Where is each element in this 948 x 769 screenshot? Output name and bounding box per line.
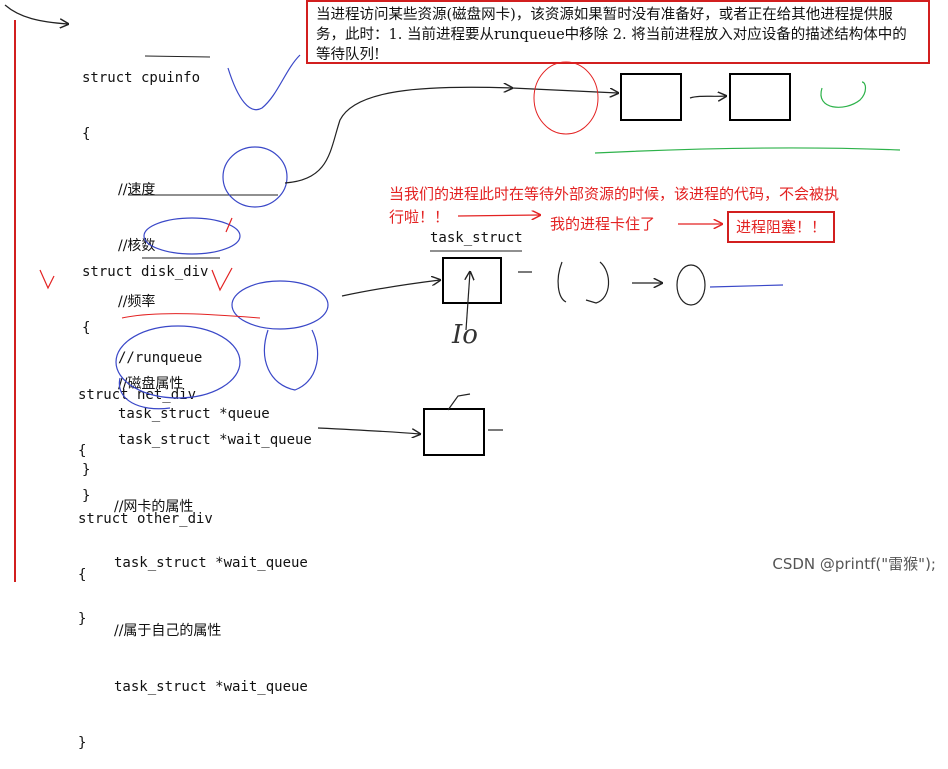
struct-field: //网卡的属性	[114, 499, 194, 515]
struct-close-brace: }	[78, 735, 87, 751]
struct-field: task_struct *wait_queue	[114, 555, 308, 571]
red-check-disk	[211, 267, 233, 292]
struct-field: task_struct *wait_queue	[114, 679, 308, 695]
red-tick-disk	[225, 217, 233, 233]
struct-field: task_struct *queue	[118, 406, 270, 422]
watermark: CSDN @printf("雷猴");	[772, 555, 936, 573]
struct-header: struct disk_div	[82, 264, 209, 280]
struct-close-brace: }	[82, 462, 91, 478]
struct-header: struct net_div	[78, 387, 197, 403]
handwritten-io-label: Io	[452, 320, 478, 350]
struct-cpuinfo: struct cpuinfo { //速度 //核数 //频率 //runque…	[82, 36, 270, 496]
queue-to-runqueue-arrow	[284, 87, 512, 184]
waiting-annotation-line1: 当我们的进程此时在等待外部资源的时候，该进程的代码，不会被执	[389, 185, 840, 203]
stuck-annotation: 我的进程卡住了	[550, 215, 656, 233]
net-blue-scribble	[263, 329, 319, 391]
green-scribble	[820, 81, 867, 108]
red-check-left	[39, 269, 55, 290]
note-box: 当进程访问某些资源(磁盘网卡)，该资源如果暂时没有准备好，或者正在给其他进程提供…	[306, 0, 930, 64]
red-circle-removed-task	[533, 61, 599, 135]
note-text: 当进程访问某些资源(磁盘网卡)，该资源如果暂时没有准备好，或者正在给其他进程提供…	[316, 7, 907, 63]
blocked-annotation-box: 进程阻塞！！	[727, 211, 835, 243]
struct-open-brace: {	[82, 126, 91, 142]
blocked-annotation-text: 进程阻塞！！	[735, 218, 826, 236]
cpuinfo-underline	[144, 55, 211, 58]
struct-open-brace: {	[78, 443, 87, 459]
task-struct-label: task_struct	[430, 230, 523, 246]
net-div-circle	[115, 325, 241, 399]
struct-disk-div: struct disk_div { //磁盘属性 task_struct *wa…	[82, 230, 312, 522]
struct-header: struct cpuinfo	[82, 70, 201, 86]
net-wait-arrow	[317, 427, 420, 434]
io-up-arrow	[466, 272, 470, 331]
disk-wait-arrow	[341, 280, 440, 297]
wait-queue-tail	[709, 284, 784, 288]
disk-wait-task-box	[442, 257, 502, 304]
waiting-annotation-line2: 行啦！！	[389, 208, 450, 226]
net-box-tick	[447, 393, 471, 411]
struct-open-brace: {	[78, 567, 87, 583]
blue-check-scribble	[227, 54, 301, 111]
runqueue-task-box-1	[620, 73, 682, 121]
top-left-arrow	[4, 4, 68, 24]
red-arrow-1	[457, 215, 540, 216]
disk-wait-queue-circle	[231, 280, 329, 330]
queue-circle	[222, 146, 288, 208]
struct-header: struct other_div	[78, 511, 213, 527]
struct-close-brace: }	[82, 488, 91, 504]
bracket-scribble	[557, 261, 610, 304]
net-wait-task-box	[423, 408, 485, 456]
net-blue-scribble-2	[118, 377, 171, 410]
ink-annotations	[4, 4, 901, 582]
struct-field: //速度	[118, 182, 156, 198]
disk-div-circle	[143, 217, 241, 255]
struct-field: task_struct *wait_queue	[118, 432, 312, 448]
runqueue-arrow-extension	[511, 87, 618, 93]
runqueue-task-box-2	[729, 73, 791, 121]
green-line	[594, 147, 901, 154]
wait-queue-oval	[676, 264, 706, 306]
runqueue-link-arrow	[689, 96, 726, 98]
struct-field: //runqueue	[118, 350, 203, 366]
struct-open-brace: {	[82, 320, 91, 336]
red-underline-disk	[121, 313, 261, 319]
struct-field: //属于自己的属性	[114, 623, 222, 639]
struct-field: //频率	[118, 294, 156, 310]
